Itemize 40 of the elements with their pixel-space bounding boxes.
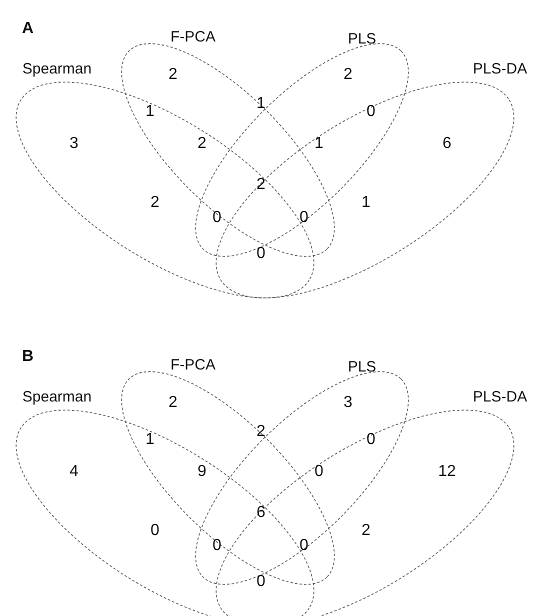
region-count: 2: [344, 66, 352, 84]
region-count: 2: [168, 66, 178, 84]
region-count: 0: [212, 537, 222, 555]
region-count: 1: [256, 95, 266, 113]
set-label: PLS-DA: [472, 60, 528, 78]
region-count: 2: [256, 176, 266, 194]
region-count: 0: [300, 209, 308, 227]
region-count: 2: [168, 394, 178, 412]
panel-letter: A: [22, 20, 34, 38]
region-count: 1: [146, 103, 154, 121]
set-label: PLS-DA: [472, 388, 528, 406]
set-label: PLS: [348, 30, 376, 48]
region-count: 6: [442, 135, 452, 153]
set-label: Spearman: [22, 60, 92, 78]
region-count: 2: [362, 522, 370, 540]
region-count: 0: [366, 103, 376, 121]
region-count: 2: [198, 135, 206, 153]
panel-letter: B: [22, 348, 34, 366]
region-count: 6: [256, 504, 266, 522]
set-label: F-PCA: [170, 28, 216, 46]
region-count: 9: [198, 463, 206, 481]
region-count: 0: [366, 431, 376, 449]
region-count: 0: [256, 573, 266, 591]
region-count: 0: [300, 537, 308, 555]
region-count: 2: [256, 423, 266, 441]
region-count: 2: [150, 194, 160, 212]
region-count: 0: [212, 209, 222, 227]
set-label: F-PCA: [170, 356, 216, 374]
region-count: 0: [314, 463, 324, 481]
region-count: 12: [438, 463, 456, 481]
region-count: 1: [362, 194, 370, 212]
region-count: 3: [344, 394, 352, 412]
region-count: 1: [314, 135, 324, 153]
set-label: Spearman: [22, 388, 92, 406]
set-label: PLS: [348, 358, 376, 376]
region-count: 4: [70, 463, 78, 481]
region-count: 0: [256, 245, 266, 263]
region-count: 0: [150, 522, 160, 540]
region-count: 1: [146, 431, 154, 449]
region-count: 3: [70, 135, 78, 153]
